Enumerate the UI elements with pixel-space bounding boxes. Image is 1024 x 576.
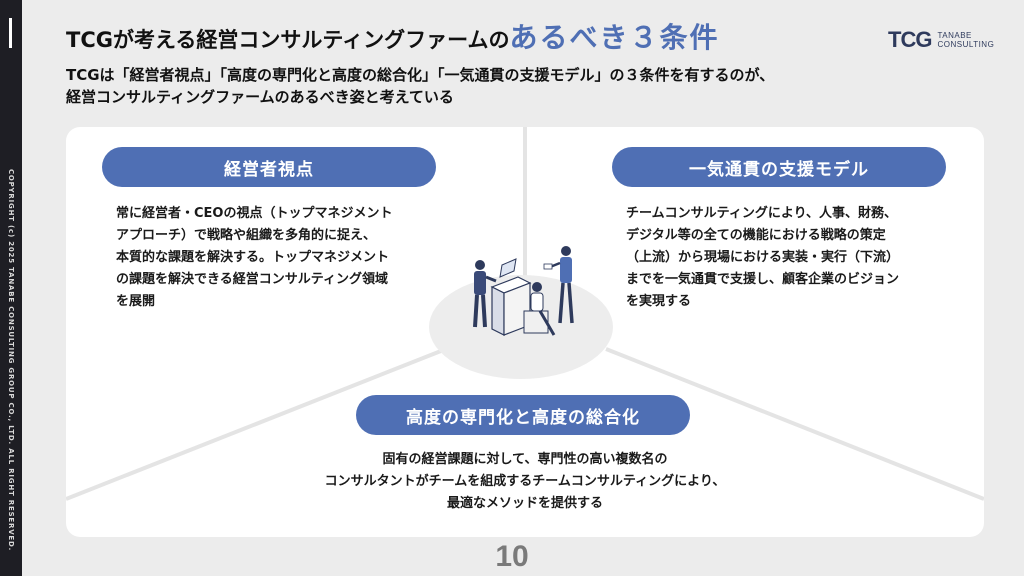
copyright-text: COPYRIGHT (c) 2025 TANABE CONSULTING GRO… [7,168,15,552]
logo-line-2: CONSULTING [937,40,995,49]
page-title: TCGが考える経営コンサルティングファームのあるべき３条件 [66,16,719,56]
subtitle-line-1: TCGは「経営者視点」「高度の専門化と高度の総合化」「一気通貫の支援モデル」の３… [66,66,775,84]
text-line: 本質的な課題を解決する。トップマネジメント [116,250,390,265]
page-number: 10 [495,540,529,573]
text-line: までを一気通貫で支援し、顧客企業のビジョン [626,272,900,287]
condition-label-management-perspective: 経営者視点 [102,147,436,187]
text-line: デジタル等の全ての機能における戦略の策定 [626,228,886,243]
company-logo: TCG TANABE CONSULTING [888,27,994,53]
text-line: の課題を解決できる経営コンサルティング領域 [116,272,388,287]
condition-label-specialization-integration: 高度の専門化と高度の総合化 [356,395,690,435]
sidebar-marker [9,18,12,48]
condition-text-specialization-integration: 固有の経営課題に対して、専門性の高い複数名の コンサルタントがチームを組成するチ… [225,449,825,515]
condition-label-end-to-end-support: 一気通貫の支援モデル [612,147,946,187]
text-line: アプローチ）で戦略や組織を多角的に捉え、 [116,228,377,243]
condition-text-management-perspective: 常に経営者・CEOの視点（トップマネジメント アプローチ）で戦略や組織を多角的に… [116,203,392,313]
text-line: 最適なメソッドを提供する [446,496,603,511]
subtitle-line-2: 経営コンサルティングファームのあるべき姿と考えている [66,88,454,106]
logo-line-1: TANABE [937,31,972,40]
text-line: を展開 [116,294,156,309]
text-line: 固有の経営課題に対して、専門性の高い複数名の [382,452,668,467]
team-illustration [473,246,574,336]
condition-text-end-to-end-support: チームコンサルティングにより、人事、財務、 デジタル等の全ての機能における戦略の… [626,203,899,313]
page-title-accent: あるべき３条件 [509,21,720,54]
text-line: コンサルタントがチームを組成するチームコンサルティングにより、 [324,474,726,489]
text-line: チームコンサルティングにより、人事、財務、 [626,206,898,221]
text-line: を実現する [626,294,692,309]
text-line: （上流）から現場における実装・実行（下流） [626,250,900,265]
page-title-main: TCGが考える経営コンサルティングファームの [66,28,510,52]
text-line: 常に経営者・CEOの視点（トップマネジメント [116,206,393,221]
left-sidebar [0,0,22,576]
logo-text: TANABE CONSULTING [937,31,994,49]
conditions-card: 経営者視点 常に経営者・CEOの視点（トップマネジメント アプローチ）で戦略や組… [66,127,984,537]
page-subtitle: TCGは「経営者視点」「高度の専門化と高度の総合化」「一気通貫の支援モデル」の３… [66,64,996,108]
logo-mark: TCG [888,27,932,52]
